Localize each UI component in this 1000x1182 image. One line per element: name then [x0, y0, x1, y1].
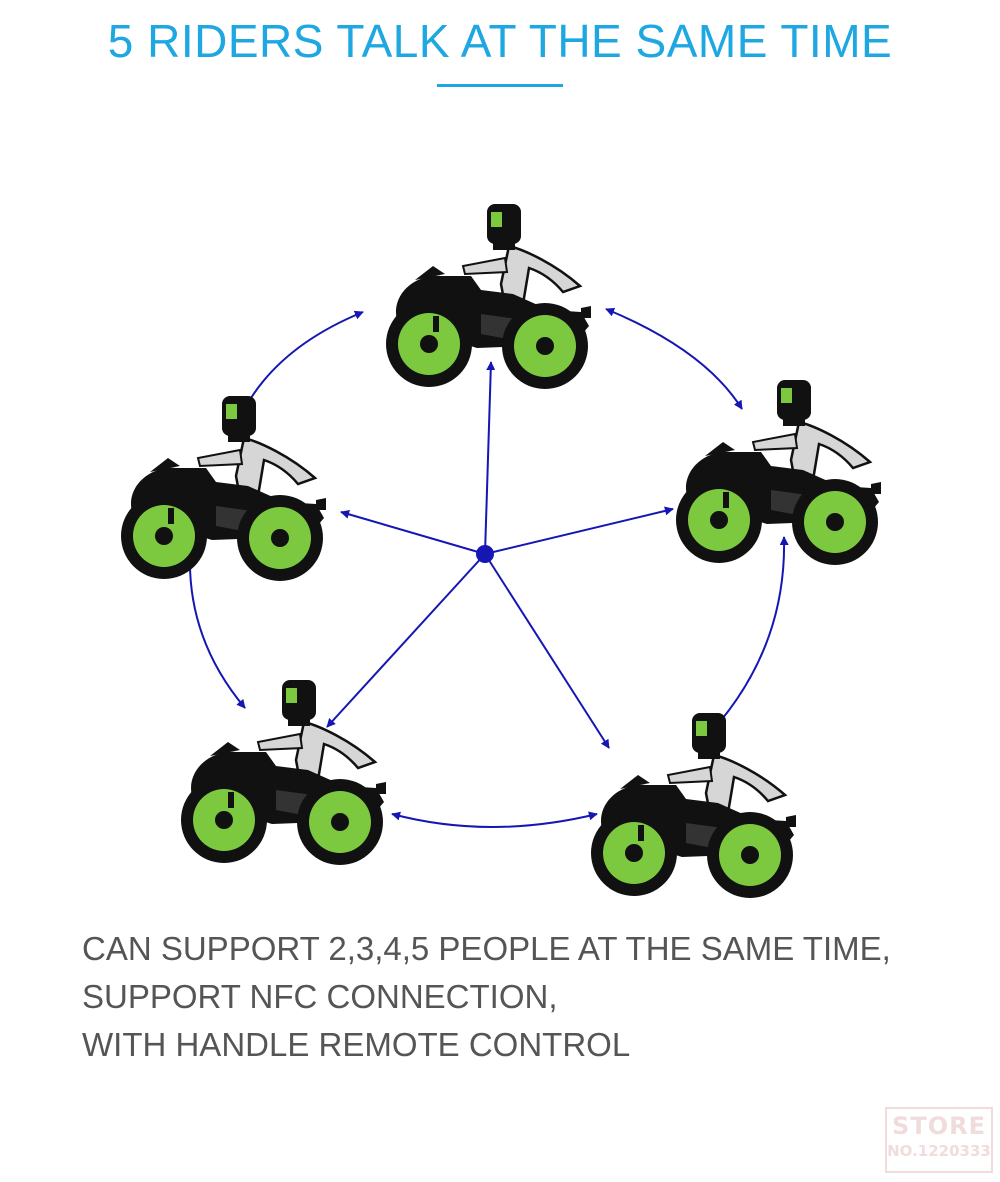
rider-left	[119, 394, 328, 583]
feature-line-2: SUPPORT NFC CONNECTION,	[82, 978, 558, 1015]
rider-bottom-right	[589, 711, 798, 900]
title-underline	[437, 84, 563, 87]
hub-arrow-right	[484, 506, 674, 555]
hub-arrows	[326, 361, 674, 749]
feature-description: CAN SUPPORT 2,3,4,5 PEOPLE AT THE SAME T…	[82, 925, 891, 1069]
hub-arrow-top	[484, 361, 496, 555]
store-watermark: STORE NO.1220333	[885, 1107, 993, 1173]
ring-arrow-left	[185, 555, 246, 709]
hub-node	[476, 545, 494, 563]
page-title: 5 RIDERS TALK AT THE SAME TIME	[107, 15, 893, 67]
rider-bottom-left	[179, 678, 388, 867]
ring-arrow-top-left	[237, 310, 364, 423]
ring-arrow-top-right	[605, 307, 743, 410]
hub-arrow-bottom-left	[326, 553, 486, 728]
rider-right	[674, 378, 883, 567]
rider-top	[384, 202, 593, 391]
hub-arrow-left	[340, 509, 486, 555]
ring-arrow-bottom	[391, 811, 598, 828]
hub-arrow-bottom-right	[484, 553, 610, 749]
watermark-line-2: NO.1220333	[887, 1142, 991, 1160]
feature-line-1: CAN SUPPORT 2,3,4,5 PEOPLE AT THE SAME T…	[82, 930, 891, 967]
watermark-line-1: STORE	[892, 1112, 986, 1140]
rider-network-diagram	[119, 202, 883, 900]
feature-line-3: WITH HANDLE REMOTE CONTROL	[82, 1026, 631, 1063]
ring-arrow-right	[699, 536, 789, 745]
